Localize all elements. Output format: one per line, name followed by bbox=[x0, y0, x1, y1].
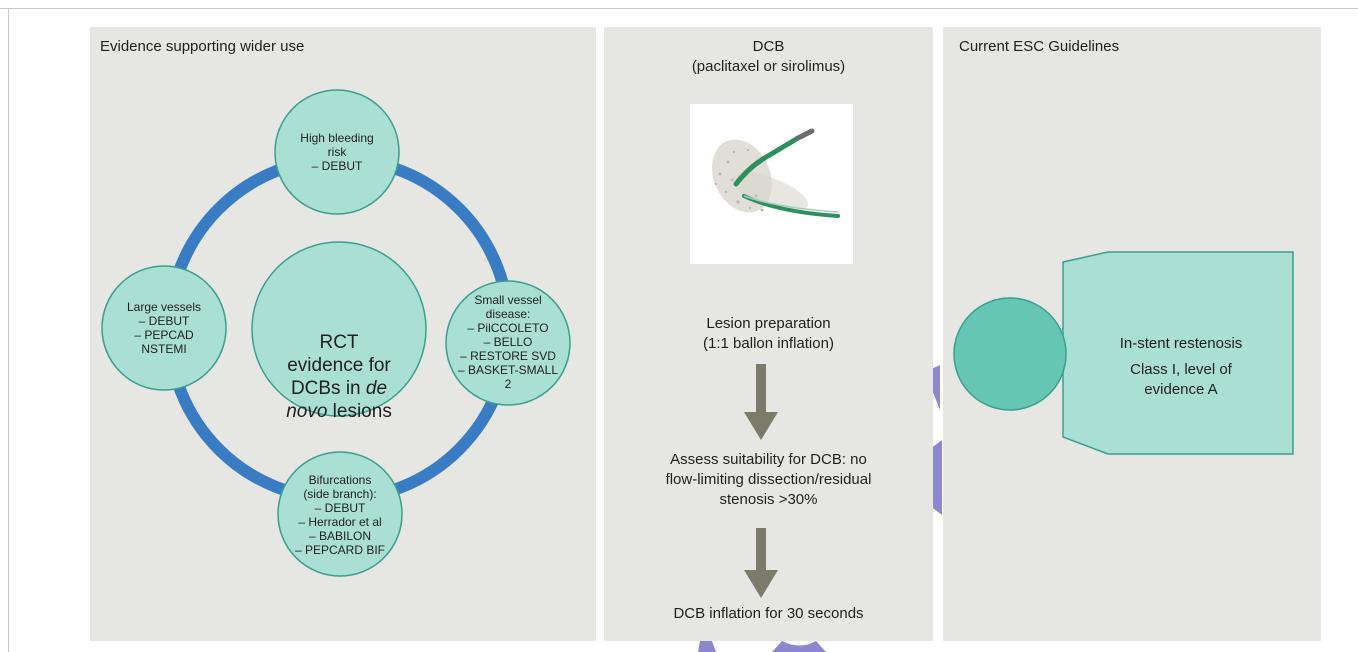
node-bottom-line: (side branch): bbox=[303, 487, 377, 501]
node-right-line: disease: bbox=[485, 307, 531, 321]
center-node-text: RCT evidence for DCBs in de novo lesions bbox=[252, 302, 426, 452]
node-bottom-line: – BABILON bbox=[308, 529, 372, 543]
center-italic-de: de bbox=[365, 378, 388, 399]
esc-line2: Class I, level of bbox=[1130, 361, 1232, 378]
frame-top-border bbox=[0, 8, 1358, 9]
center-line4-rest: lesions bbox=[327, 401, 392, 422]
node-bottom-line: – PEPCARD BIF bbox=[294, 543, 386, 557]
dcb-title-line2: (paclitaxel or sirolimus) bbox=[691, 58, 846, 75]
center-line1: RCT bbox=[319, 332, 359, 353]
step-dcb-inflation: DCB inflation for 30 seconds bbox=[673, 605, 864, 622]
esc-circle bbox=[953, 297, 1067, 411]
step-assess-suitability: Assess suitability for DCB: no flow-limi… bbox=[604, 450, 933, 510]
node-right-line: – BELLO bbox=[483, 335, 533, 349]
step-lesion-preparation: Lesion preparation (1:1 ballon inflation… bbox=[604, 314, 933, 354]
node-top-line: High bleeding bbox=[300, 131, 374, 145]
node-top-line: – DEBUT bbox=[311, 159, 363, 173]
node-top-line: risk bbox=[327, 145, 347, 159]
evidence-panel-title: Evidence supporting wider use bbox=[100, 38, 305, 55]
node-left-line: Large vessels bbox=[126, 300, 202, 314]
center-line2: evidence for bbox=[287, 355, 391, 376]
center-line3: DCBs in de bbox=[291, 377, 387, 400]
arrow-down-1 bbox=[744, 364, 778, 440]
node-left-line: – PEPCAD bbox=[134, 328, 194, 342]
node-left-text: Large vessels – DEBUT – PEPCAD NSTEMI bbox=[104, 288, 224, 368]
evidence-cycle-diagram bbox=[101, 89, 571, 577]
esc-panel-title: Current ESC Guidelines bbox=[959, 38, 1120, 55]
dcb-title-line1: DCB bbox=[752, 38, 785, 55]
center-line3-text: DCBs in bbox=[290, 378, 361, 399]
node-bottom-circle bbox=[277, 451, 403, 577]
node-bottom-text: Bifurcations (side branch): – DEBUT – He… bbox=[280, 463, 400, 567]
node-right-line: Small vessel bbox=[474, 293, 542, 307]
step2-line3: stenosis >30% bbox=[719, 491, 818, 508]
step2-line1: Assess suitability for DCB: no bbox=[670, 451, 867, 468]
node-left-circle bbox=[101, 265, 227, 391]
esc-callout-box bbox=[1062, 251, 1294, 455]
node-right-line: 2 bbox=[504, 377, 512, 391]
dcb-panel-title: DCB (paclitaxel or sirolimus) bbox=[604, 37, 933, 77]
center-circle bbox=[251, 241, 427, 417]
node-right-circle bbox=[445, 280, 571, 406]
node-left-line: NSTEMI bbox=[141, 342, 187, 356]
node-bottom-line: – Herrador et al bbox=[298, 515, 382, 529]
step1-line2: (1:1 ballon inflation) bbox=[703, 335, 834, 352]
node-right-line: – PilCCOLETO bbox=[467, 321, 549, 335]
node-top-circle bbox=[274, 89, 400, 215]
esc-guideline-shape bbox=[953, 251, 1294, 455]
node-bottom-line: – DEBUT bbox=[314, 501, 366, 515]
node-left-line: – DEBUT bbox=[138, 314, 190, 328]
step2-line2: flow-limiting dissection/residual bbox=[665, 471, 872, 488]
node-right-text: Small vessel disease: – PilCCOLETO – BEL… bbox=[448, 282, 568, 402]
center-italic-novo: novo bbox=[286, 401, 328, 422]
dcb-balloon-illustration bbox=[690, 104, 853, 264]
node-bottom-line: Bifurcations bbox=[308, 473, 372, 487]
node-top-text: High bleeding risk – DEBUT bbox=[277, 112, 397, 192]
arrow-down-2 bbox=[744, 528, 778, 598]
frame-left-border bbox=[8, 8, 9, 652]
center-line4: novo lesions bbox=[286, 400, 392, 423]
esc-line3: evidence A bbox=[1144, 381, 1218, 398]
step1-line1: Lesion preparation bbox=[706, 315, 831, 332]
esc-guideline-text: In-stent restenosis Class I, level of ev… bbox=[1090, 334, 1272, 400]
esc-line1: In-stent restenosis bbox=[1119, 335, 1243, 352]
catheter-shaft bbox=[733, 135, 801, 187]
node-right-line: – BASKET-SMALL bbox=[457, 363, 559, 377]
node-right-line: – RESTORE SVD bbox=[460, 349, 556, 363]
